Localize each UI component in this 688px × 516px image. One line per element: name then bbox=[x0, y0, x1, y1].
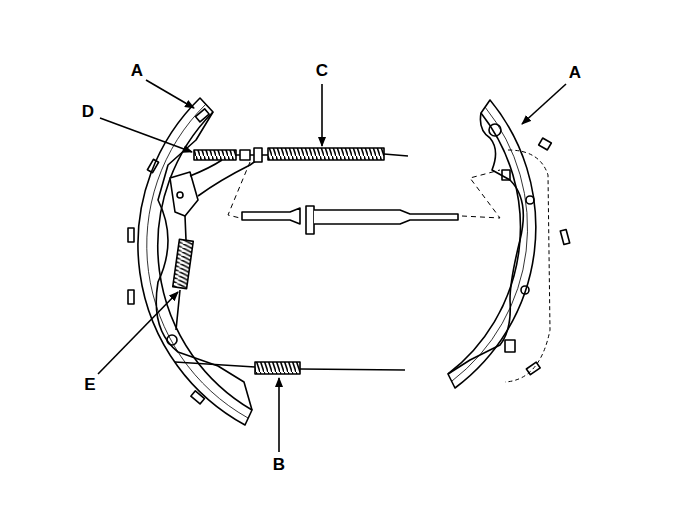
callout-letter: B bbox=[271, 455, 287, 474]
callout-letter: D bbox=[80, 102, 96, 121]
callout-letter: A bbox=[567, 63, 583, 82]
callout-letter: C bbox=[314, 61, 330, 80]
callout-letter: A bbox=[129, 61, 145, 80]
callout-letter: E bbox=[82, 375, 97, 394]
